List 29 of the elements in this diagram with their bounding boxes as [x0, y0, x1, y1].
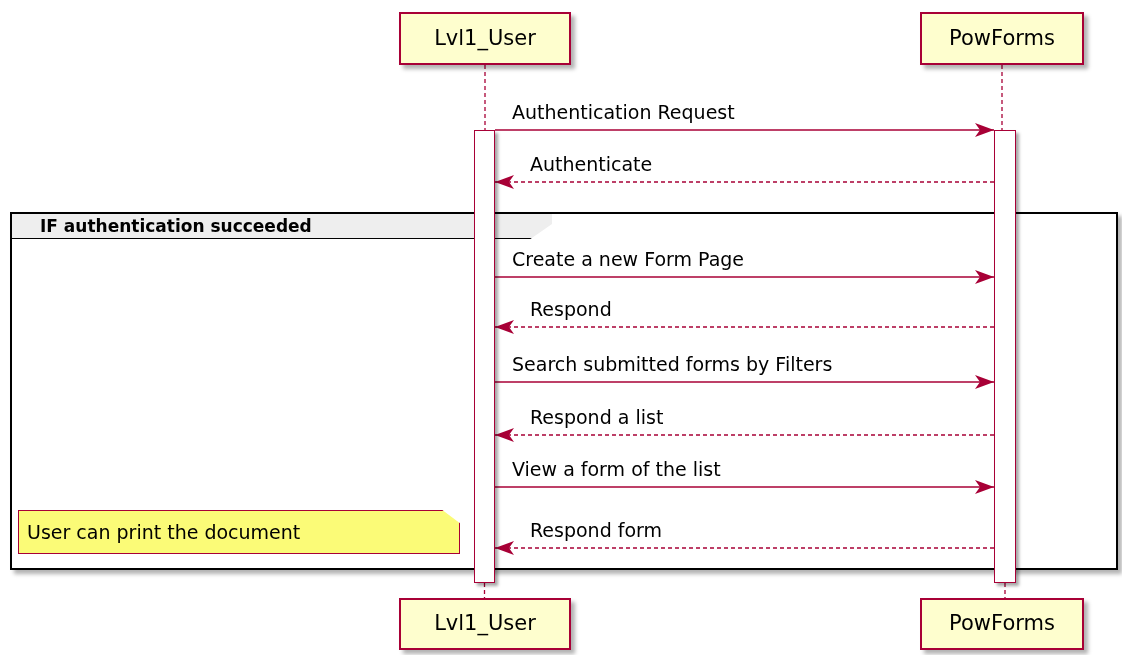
message-label: Respond form — [530, 518, 663, 543]
message-label: Authentication Request — [512, 100, 735, 125]
message-arrow — [494, 175, 995, 189]
lifeline — [1004, 582, 1006, 599]
activation-bar — [994, 130, 1016, 583]
frame-label: IF authentication succeeded — [12, 214, 552, 239]
message-label: Authenticate — [530, 152, 653, 177]
participant-box: PowForms — [920, 598, 1084, 650]
message-label: Respond — [530, 297, 612, 322]
note: User can print the document — [18, 510, 460, 554]
lifeline — [483, 582, 486, 599]
message-arrow — [494, 320, 995, 334]
participant-box: Lvl1_User — [399, 12, 571, 65]
fragment-frame — [10, 212, 1118, 570]
lifeline — [484, 64, 486, 131]
lifeline — [1001, 64, 1003, 131]
message-arrow — [494, 270, 995, 284]
message-arrow — [494, 123, 995, 137]
message-arrow — [494, 541, 995, 555]
message-label: Create a new Form Page — [512, 247, 745, 272]
message-arrow — [494, 375, 995, 389]
message-label: Search submitted forms by Filters — [512, 352, 833, 377]
message-arrow — [494, 480, 995, 494]
message-label: Respond a list — [530, 405, 664, 430]
message-arrow — [494, 428, 995, 442]
participant-box: Lvl1_User — [399, 598, 571, 650]
activation-bar — [474, 130, 495, 583]
participant-box: PowForms — [920, 12, 1084, 65]
message-label: View a form of the list — [512, 457, 721, 482]
